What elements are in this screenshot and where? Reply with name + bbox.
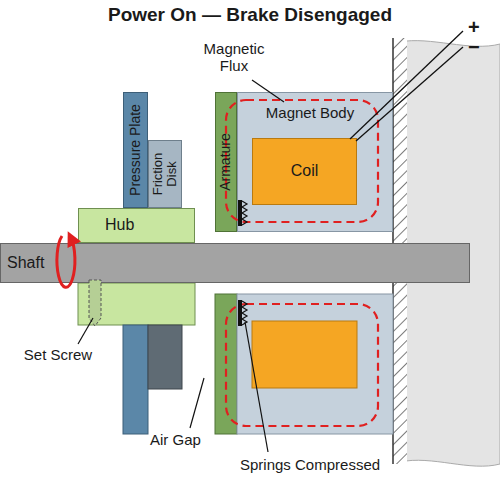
part-name: Pressure Plate	[128, 95, 143, 205]
part-label: Magnetic Flux	[192, 40, 276, 75]
terminal-sign: −	[468, 36, 480, 59]
spring-coil-upper	[242, 201, 247, 225]
armature-lower	[215, 294, 237, 434]
spring-upper	[238, 200, 242, 226]
coil-lower	[252, 321, 357, 388]
magnet-body: Coil Magnet Body	[237, 92, 393, 232]
shaft-bar: Shaft	[0, 243, 470, 283]
friction-disk-lower	[148, 325, 182, 389]
spring-lower	[238, 300, 242, 326]
part-label: Set Screw	[22, 346, 94, 363]
part-name: Armature	[218, 95, 233, 229]
friction-disk: Friction Disk	[148, 140, 182, 208]
coil-wire-plus	[350, 31, 463, 139]
hub-block: Hub	[78, 208, 195, 243]
spring-coil-lower	[242, 301, 247, 325]
magnet-body-lower	[237, 294, 393, 434]
leader-line	[190, 378, 204, 428]
armature-plate: Armature	[215, 92, 237, 232]
coil-block: Coil	[252, 138, 357, 205]
leader-line	[245, 322, 268, 452]
diagram-title: Power On — Brake Disengaged	[0, 4, 500, 26]
part-name: Hub	[105, 216, 134, 234]
set-screw	[89, 280, 101, 326]
leader-line	[78, 318, 93, 344]
part-name: Shaft	[7, 254, 44, 272]
part-label: Air Gap	[150, 431, 201, 448]
terminal-sign: +	[468, 16, 480, 39]
pressure-plate: Pressure Plate	[123, 92, 148, 208]
leader-line	[252, 80, 284, 102]
hub-lower	[78, 283, 195, 325]
flux-loop-lower	[226, 304, 378, 426]
part-name: Magnet Body	[266, 104, 354, 121]
part-name: Coil	[291, 162, 319, 180]
coil-wire-minus	[356, 47, 463, 141]
rotation-arrow	[57, 236, 75, 287]
flux-loop-upper	[226, 100, 378, 222]
pressure-plate-lower	[123, 325, 148, 434]
part-label: Springs Compressed	[240, 456, 380, 473]
part-name: Friction Disk	[151, 143, 180, 205]
